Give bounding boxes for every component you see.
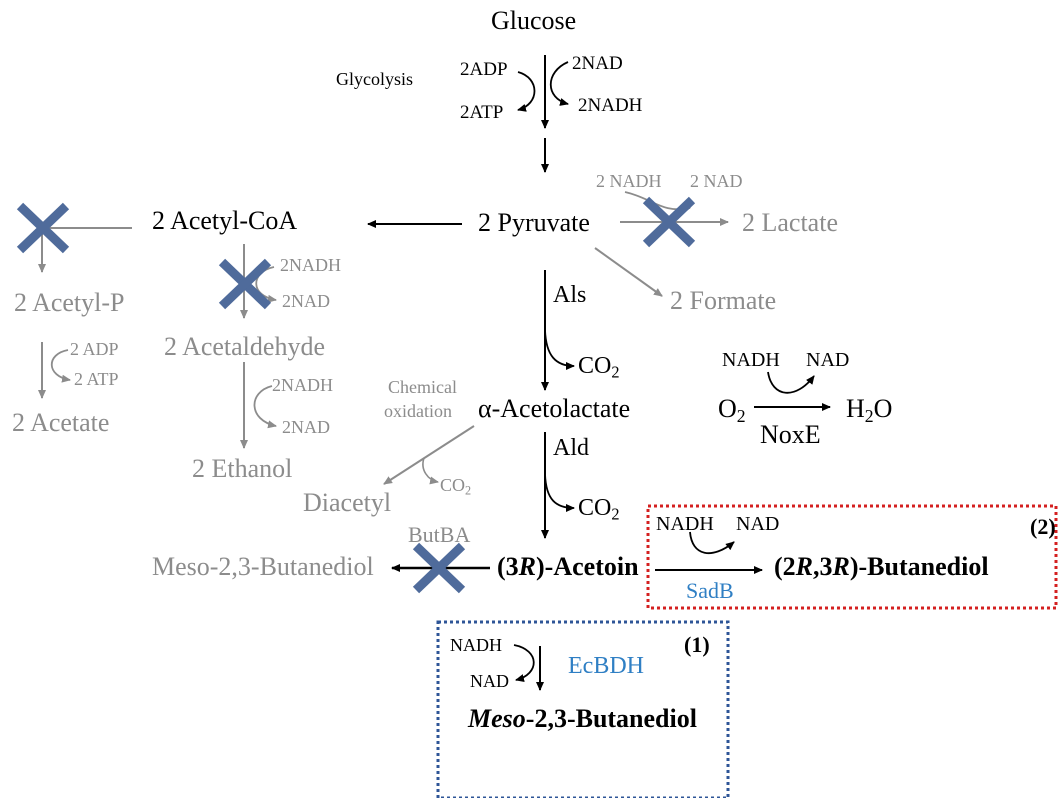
acetate-label: 2 Acetate: [12, 408, 110, 437]
ldh-nadh-label: 2 NADH: [596, 171, 662, 191]
ald-co2-curve: [544, 473, 575, 512]
meso-left-label: Meso-2,3-Butanediol: [152, 552, 374, 581]
acetoin-label: (3R)-Acetoin: [497, 552, 639, 581]
sadb-nad-label: NAD: [736, 513, 780, 535]
ald-co2-label: CO2: [578, 495, 620, 524]
h2o-label: H2O: [846, 394, 893, 426]
atp-label: 2ATP: [460, 102, 504, 123]
nad-nadh-curve: [550, 61, 569, 106]
adh1-cofactor-curve: [255, 266, 277, 303]
sadb-enzyme-label: SadB: [686, 578, 734, 603]
glycolysis-label: Glycolysis: [336, 69, 414, 89]
adh1-nadh-label: 2NADH: [280, 255, 341, 275]
noxe-nadh-label: NADH: [722, 349, 780, 371]
nad-label-top: 2NAD: [572, 53, 623, 74]
acetaldehyde-label: 2 Acetaldehyde: [164, 332, 325, 361]
als-co2-label: CO2: [578, 353, 620, 382]
adp-label: 2ADP: [460, 59, 508, 80]
glucose-label: Glucose: [491, 6, 577, 35]
ald-enzyme-label: Ald: [553, 435, 589, 461]
knockout-x-acetylcoa: [16, 202, 70, 254]
pyruvate-to-formate-arrow: [594, 247, 663, 297]
noxe-enzyme-label: NoxE: [760, 420, 821, 449]
acetyl-p-label: 2 Acetyl-P: [14, 288, 125, 317]
ecbdh-enzyme-label: EcBDH: [568, 653, 644, 679]
adh2-nadh-label: 2NADH: [272, 375, 333, 395]
noxe-nad-label: NAD: [806, 349, 850, 371]
ethanol-label: 2 Ethanol: [192, 454, 293, 483]
box-1-frame: [436, 620, 730, 798]
formate-label: 2 Formate: [670, 286, 777, 315]
als-co2-curve: [544, 329, 575, 370]
adh2-nad-label: 2NAD: [282, 417, 330, 437]
chemical-label: Chemical: [388, 377, 457, 397]
ecbdh-nadh-label: NADH: [450, 635, 502, 655]
o2-label: O2: [718, 394, 746, 426]
adh2-cofactor-curve: [253, 385, 277, 429]
diacetyl-co2-label: CO2: [440, 475, 472, 498]
meso-butanediol-label: Meso-2,3-Butanediol: [468, 704, 697, 733]
lactate-label: 2 Lactate: [742, 208, 838, 237]
diacetyl-label: Diacetyl: [303, 488, 392, 517]
als-enzyme-label: Als: [553, 282, 587, 308]
rr-butanediol-label: (2R,3R)-Butanediol: [774, 552, 989, 581]
adh1-nad-label: 2NAD: [282, 291, 330, 311]
butba-label: ButBA: [408, 522, 471, 547]
box-2-frame: [646, 504, 1058, 610]
box-1-number: (1): [684, 632, 710, 657]
ecbdh-nad-label: NAD: [470, 671, 509, 691]
noxe-cofactor-curve: [767, 371, 815, 394]
acetyl-coa-label: 2 Acetyl-CoA: [152, 206, 298, 235]
diacetyl-co2-curve: [422, 457, 439, 485]
knockout-x-butba: [412, 542, 466, 594]
acetate-atp-label: 2 ATP: [74, 369, 119, 389]
acetate-adp-curve: [50, 349, 71, 383]
acetate-adp-label: 2 ADP: [70, 339, 119, 359]
box-2-number: (2): [1030, 514, 1056, 539]
sadb-cofactor-curve: [689, 531, 735, 555]
acetolactate-label: α-Acetolactate: [478, 394, 631, 423]
ecbdh-cofactor-curve: [513, 644, 535, 682]
knockout-x-acetaldehyde: [218, 258, 272, 310]
knockout-x-lactate: [642, 196, 696, 248]
nadh-label-top: 2NADH: [578, 95, 643, 116]
oxidation-label: oxidation: [384, 401, 452, 421]
sadb-nadh-label: NADH: [656, 513, 714, 535]
adp-atp-curve: [517, 71, 536, 112]
pyruvate-label: 2 Pyruvate: [478, 208, 590, 237]
ldh-nad-label: 2 NAD: [690, 171, 743, 191]
acetolactate-to-diacetyl-arrow: [383, 425, 475, 485]
